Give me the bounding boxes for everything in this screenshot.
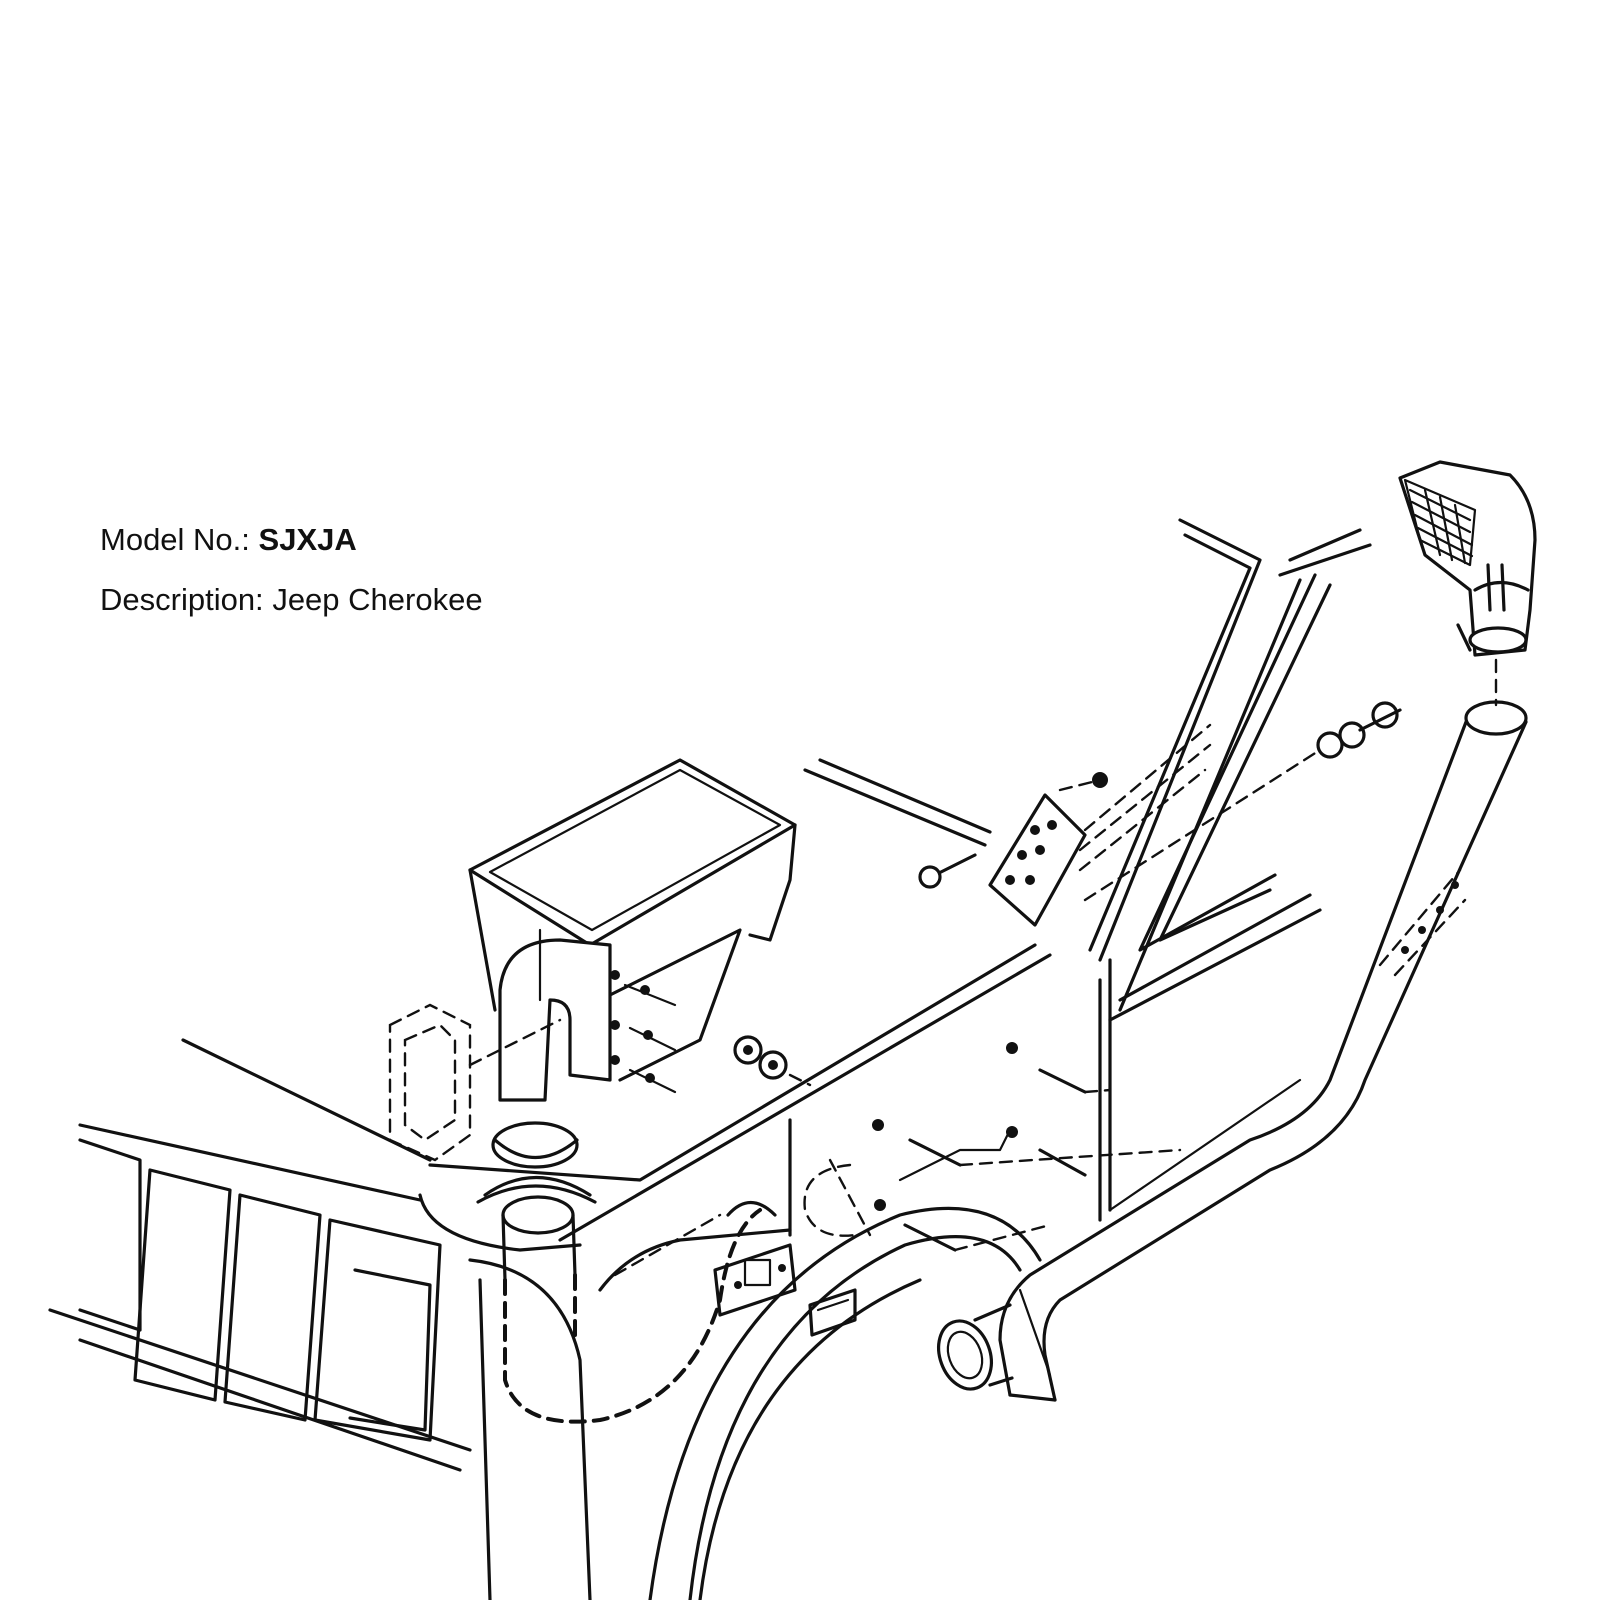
model-number-value: SJXJA [258, 522, 357, 557]
hood-washers [733, 1035, 812, 1087]
description-line: Description: Jeep Cherokee [100, 582, 483, 618]
gasket-plate [388, 1003, 562, 1162]
air-ram-head [1398, 460, 1537, 707]
snorkel-body [937, 700, 1528, 1402]
description-value: Jeep Cherokee [272, 582, 483, 617]
model-number-line: Model No.: SJXJA [100, 522, 357, 558]
air-box [468, 758, 797, 1169]
hose-connector [476, 1176, 762, 1424]
model-number-label: Model No.: [100, 522, 250, 557]
fender-mount-points [872, 1042, 1182, 1252]
pillar-bracket [918, 701, 1402, 927]
fender-bracket [713, 1158, 872, 1337]
description-label: Description: [100, 582, 264, 617]
ram-head-mesh [1408, 488, 1474, 565]
vehicle-body [48, 518, 1372, 1600]
